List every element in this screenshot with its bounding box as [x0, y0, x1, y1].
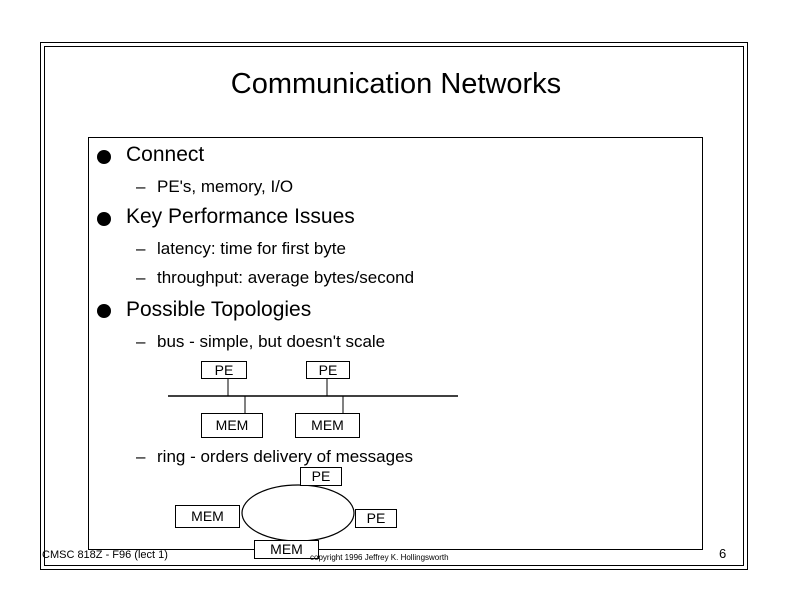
bullet-icon	[97, 212, 111, 226]
page-number: 6	[719, 546, 727, 561]
bullet-performance: Key Performance Issues	[126, 205, 355, 228]
bus-pe-right: PE	[306, 361, 350, 379]
bullet-connect: Connect	[126, 143, 205, 166]
bus-mem-left: MEM	[201, 413, 263, 438]
dash-icon: –	[136, 332, 146, 351]
sub-bullet-throughput: throughput: average bytes/second	[157, 268, 415, 287]
bullet-icon	[97, 304, 111, 318]
ring-pe-top: PE	[300, 467, 342, 486]
bullet-icon	[97, 150, 111, 164]
dash-icon: –	[136, 177, 146, 196]
sub-bullet-ring: ring - orders delivery of messages	[157, 447, 414, 466]
ring-ellipse	[241, 484, 355, 542]
ring-mem-bottom: MEM	[254, 540, 319, 559]
slide-inner-frame	[44, 46, 744, 566]
footer-course: CMSC 818Z - F96 (lect 1)	[42, 549, 168, 561]
bus-pe-left: PE	[201, 361, 247, 379]
dash-icon: –	[136, 239, 146, 258]
slide-outer-frame	[40, 42, 748, 570]
bus-mem-right: MEM	[295, 413, 360, 438]
ring-mem-left: MEM	[175, 505, 240, 528]
content-box	[88, 137, 703, 550]
bullet-topologies: Possible Topologies	[126, 298, 312, 321]
slide-title: Communication Networks	[230, 68, 562, 100]
ring-pe-right: PE	[355, 509, 397, 528]
dash-icon: –	[136, 268, 146, 287]
footer-copyright: copyright 1996 Jeffrey K. Hollingsworth	[310, 553, 449, 562]
sub-bullet-latency: latency: time for first byte	[157, 239, 346, 258]
sub-bullet-bus: bus - simple, but doesn't scale	[157, 332, 386, 351]
dash-icon: –	[136, 447, 146, 466]
sub-bullet-connect-items: PE's, memory, I/O	[157, 177, 294, 196]
